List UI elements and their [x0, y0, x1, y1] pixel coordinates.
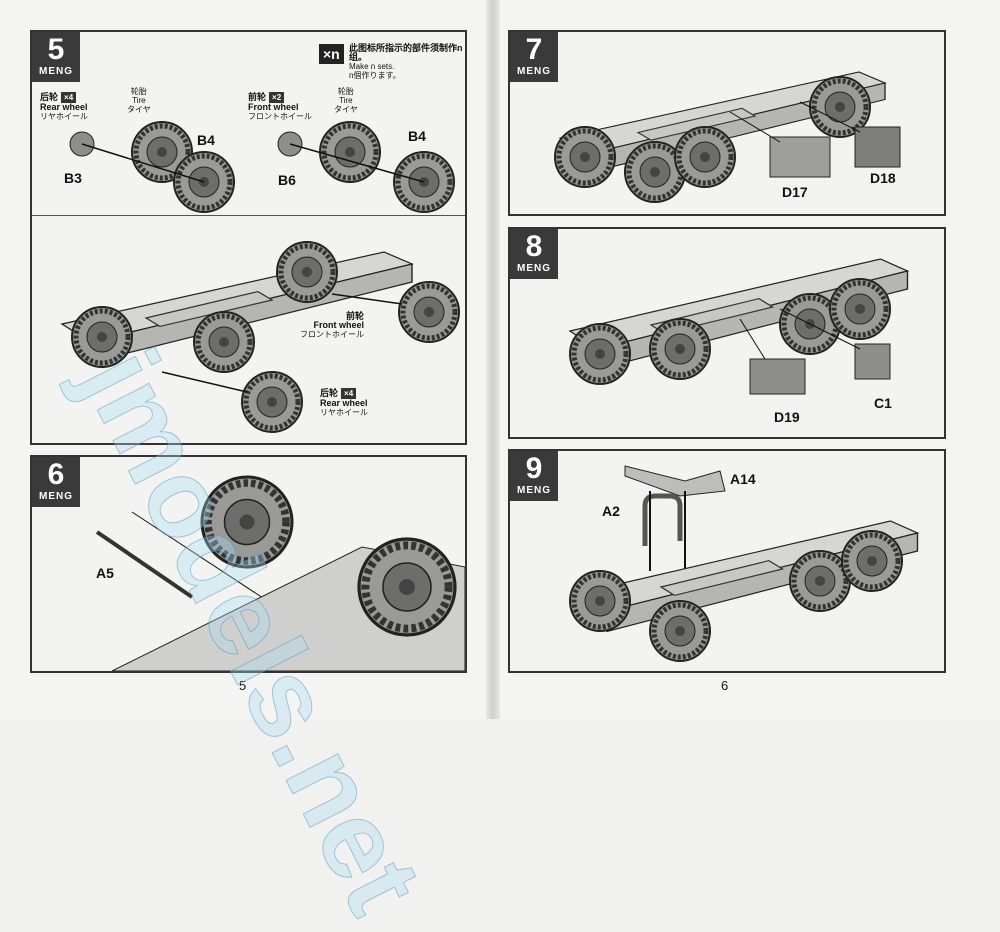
- page-number: 5: [239, 678, 247, 693]
- page-fold: [486, 0, 500, 719]
- part-label-d18: D18: [870, 170, 896, 186]
- brand-logo: MENG: [517, 66, 551, 77]
- wheel-icon: [570, 324, 630, 384]
- part-d19: [749, 358, 806, 395]
- part-a14: [624, 465, 726, 497]
- step-9-drawing: [510, 465, 919, 671]
- brand-logo: MENG: [517, 263, 551, 274]
- step-number: 6: [47, 458, 65, 491]
- step-number: 5: [47, 33, 65, 66]
- part-label-b3: B3: [64, 170, 82, 186]
- brand-logo: MENG: [39, 66, 73, 77]
- part-a2: [642, 493, 683, 546]
- part-d17: [769, 136, 831, 178]
- wheel-icon: [570, 571, 630, 631]
- wheel-icon: [72, 307, 132, 367]
- note-en: Make n sets.: [349, 62, 395, 71]
- note-cn: 此图标所指示的部件须制作n组。: [349, 43, 463, 62]
- part-label-d17: D17: [782, 184, 808, 200]
- part-label-c1: C1: [874, 395, 892, 411]
- part-label-b4: B4: [197, 132, 215, 148]
- note-jp: n個作ります。: [349, 71, 401, 80]
- step-number: 8: [525, 230, 543, 263]
- part-c1: [854, 343, 891, 380]
- step-number: 9: [525, 452, 543, 485]
- wheel-icon: [242, 372, 302, 432]
- part-label-a2: A2: [602, 503, 620, 519]
- wheel-icon: [194, 312, 254, 372]
- brand-logo: MENG: [517, 485, 551, 496]
- part-label-a5: A5: [96, 565, 114, 581]
- step-7-drawing: [510, 71, 901, 214]
- tire-icon: [320, 122, 380, 182]
- step-6-drawing: [95, 457, 465, 671]
- wheel-icon: [555, 127, 615, 187]
- step-number: 7: [525, 33, 543, 66]
- part-label-a14: A14: [730, 471, 756, 487]
- divider: [32, 215, 465, 216]
- wheel-icon: [277, 242, 337, 302]
- page-number: 6: [721, 678, 729, 693]
- xn-badge: ×n: [319, 44, 344, 64]
- part-d18: [854, 126, 901, 168]
- brand-logo: MENG: [39, 491, 73, 502]
- step-8-drawing: [510, 258, 909, 395]
- part-label-b6: B6: [278, 172, 296, 188]
- wheel-icon: [399, 282, 459, 342]
- step-5-drawing: [61, 32, 465, 443]
- part-label-b4: B4: [408, 128, 426, 144]
- part-label-d19: D19: [774, 409, 800, 425]
- wheel-icon: [359, 539, 455, 635]
- wheel-icon: [202, 477, 292, 567]
